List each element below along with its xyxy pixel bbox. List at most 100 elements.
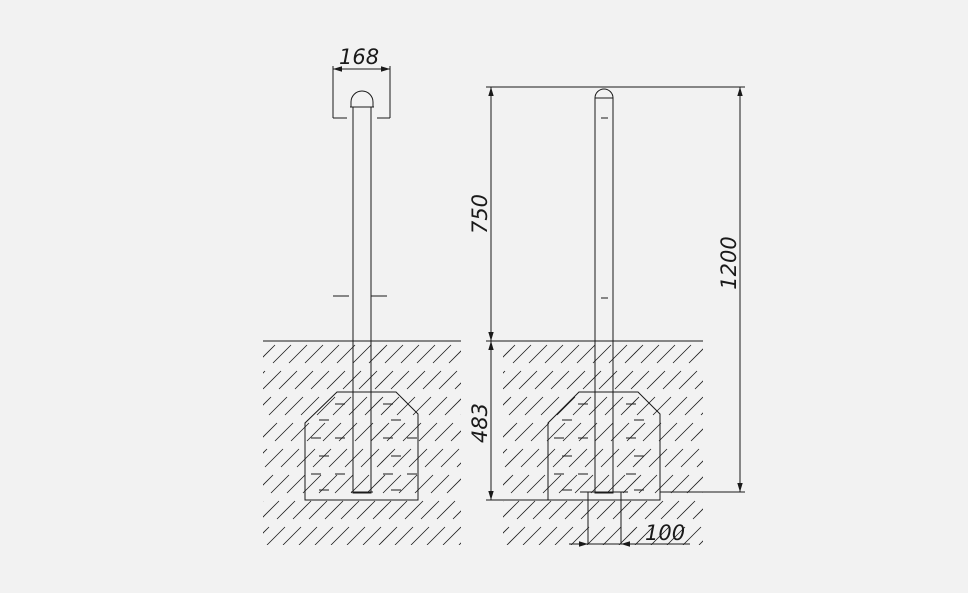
soil-hatch-line (175, 475, 193, 493)
dimension-base-width: 100 (569, 521, 690, 547)
soil-hatch-line (322, 422, 342, 442)
post-cap-right (594, 88, 614, 99)
soil-hatch-line (111, 475, 129, 493)
soil-hatch-line (288, 344, 308, 364)
soil-hatch-line (282, 526, 302, 545)
soil-hatch-line (406, 370, 426, 390)
soil-hatch-line (596, 500, 616, 520)
soil-hatch-line (741, 501, 759, 519)
soil-hatch-line (656, 344, 676, 364)
soil-hatch-line (473, 449, 491, 467)
soil-hatch-line (648, 448, 668, 468)
soil-hatch-line (634, 526, 654, 545)
soil-hatch-line (203, 527, 221, 545)
soil-hatch-line (503, 500, 520, 520)
dimension-total-height-label: 1200 (717, 236, 741, 289)
soil-hatch-line (231, 371, 249, 389)
soil-hatch-line (698, 526, 703, 545)
soil-hatch-line (263, 500, 280, 520)
soil-hatch-line (364, 396, 384, 416)
soil-hatch-line (219, 527, 237, 545)
soil-hatch-line (155, 527, 173, 545)
soil-hatch-line (512, 344, 532, 364)
soil-hatch-line (616, 448, 636, 468)
soil-hatch-line (534, 370, 554, 390)
soil-hatch-line (440, 448, 460, 468)
soil-hatch-line (694, 370, 703, 390)
soil-hatch-line (548, 500, 568, 520)
soil-hatch-line (268, 396, 288, 416)
soil-hatch-line (702, 474, 703, 494)
soil-hatch-line (438, 370, 458, 390)
soil-hatch-line (137, 449, 155, 467)
soil-hatch-line (546, 422, 566, 442)
soil-hatch-line (205, 397, 223, 415)
soil-hatch-line (574, 474, 594, 494)
soil-hatch-line (358, 370, 378, 390)
base-footing (580, 491, 628, 545)
soil-hatch-line (229, 501, 247, 519)
soil-hatch-line (312, 448, 332, 468)
soil-hatch-line (542, 474, 562, 494)
soil-hatch-line (446, 474, 461, 494)
soil-hatch-line (471, 371, 489, 389)
soil-hatch-line (233, 449, 251, 467)
soil-hatch-line (594, 422, 614, 442)
soil-hatch-line (536, 448, 556, 468)
soil-hatch-line (652, 396, 672, 416)
soil-hatch-line (717, 397, 735, 415)
soil-hatch-line (550, 370, 570, 390)
soil-hatch-line (721, 345, 739, 363)
soil-hatch-line (518, 370, 538, 390)
soil-hatch-line (485, 501, 503, 519)
soil-hatch-line (384, 344, 404, 364)
soil-hatch-line (654, 474, 674, 494)
soil-hatch-line (803, 423, 821, 441)
soil-hatch-line (729, 449, 747, 467)
soil-hatch-line (432, 344, 452, 364)
soil-hatch-line (590, 474, 610, 494)
soil-hatch-line (475, 527, 493, 545)
soil-hatch-line (678, 370, 698, 390)
soil-hatch-line (743, 371, 761, 389)
soil-hatch-line (263, 396, 272, 416)
soil-hatch-line (430, 474, 450, 494)
soil-hatch-line (696, 448, 703, 468)
soil-hatch-line (280, 448, 300, 468)
soil-hatch-line (503, 370, 506, 390)
soil-hatch-line (688, 344, 703, 364)
soil-hatch-line (865, 345, 883, 363)
bollard-post-right (594, 88, 614, 494)
soil-hatch-line (544, 344, 564, 364)
soil-hatch-line (191, 475, 209, 493)
soil-hatch-line (751, 475, 769, 493)
soil-hatch-line (340, 500, 360, 520)
soil-hatch-line (530, 422, 550, 442)
soil-hatch-line (600, 448, 620, 468)
soil-hatch-line (320, 344, 340, 364)
soil-hatch-line (169, 449, 187, 467)
soil-hatch-line (463, 475, 481, 493)
soil-hatch-line (264, 448, 284, 468)
soil-hatch-line (735, 475, 753, 493)
soil-hatch-line (189, 397, 207, 415)
soil-hatch-line (420, 500, 440, 520)
soil-hatch-line (223, 475, 241, 493)
soil-hatch-line (554, 526, 574, 545)
soil-hatch-line (410, 526, 430, 545)
soil-hatch-line (793, 449, 811, 467)
soil-hatch-line (266, 526, 286, 545)
soil-hatch-line (263, 448, 268, 468)
soil-hatch-line (897, 345, 915, 363)
soil-hatch-line (636, 396, 656, 416)
soil-hatch-line (418, 422, 438, 442)
soil-hatch-line (336, 344, 356, 364)
soil-hatch-line (618, 526, 638, 545)
soil-hatch-line (711, 371, 729, 389)
soil-hatch-line (171, 527, 189, 545)
soil-hatch-line (59, 527, 77, 545)
soil-hatch-line (302, 474, 322, 494)
soil-hatch-line (85, 501, 103, 519)
soil-hatch-line (622, 474, 642, 494)
concrete-foundation-right (547, 391, 661, 501)
